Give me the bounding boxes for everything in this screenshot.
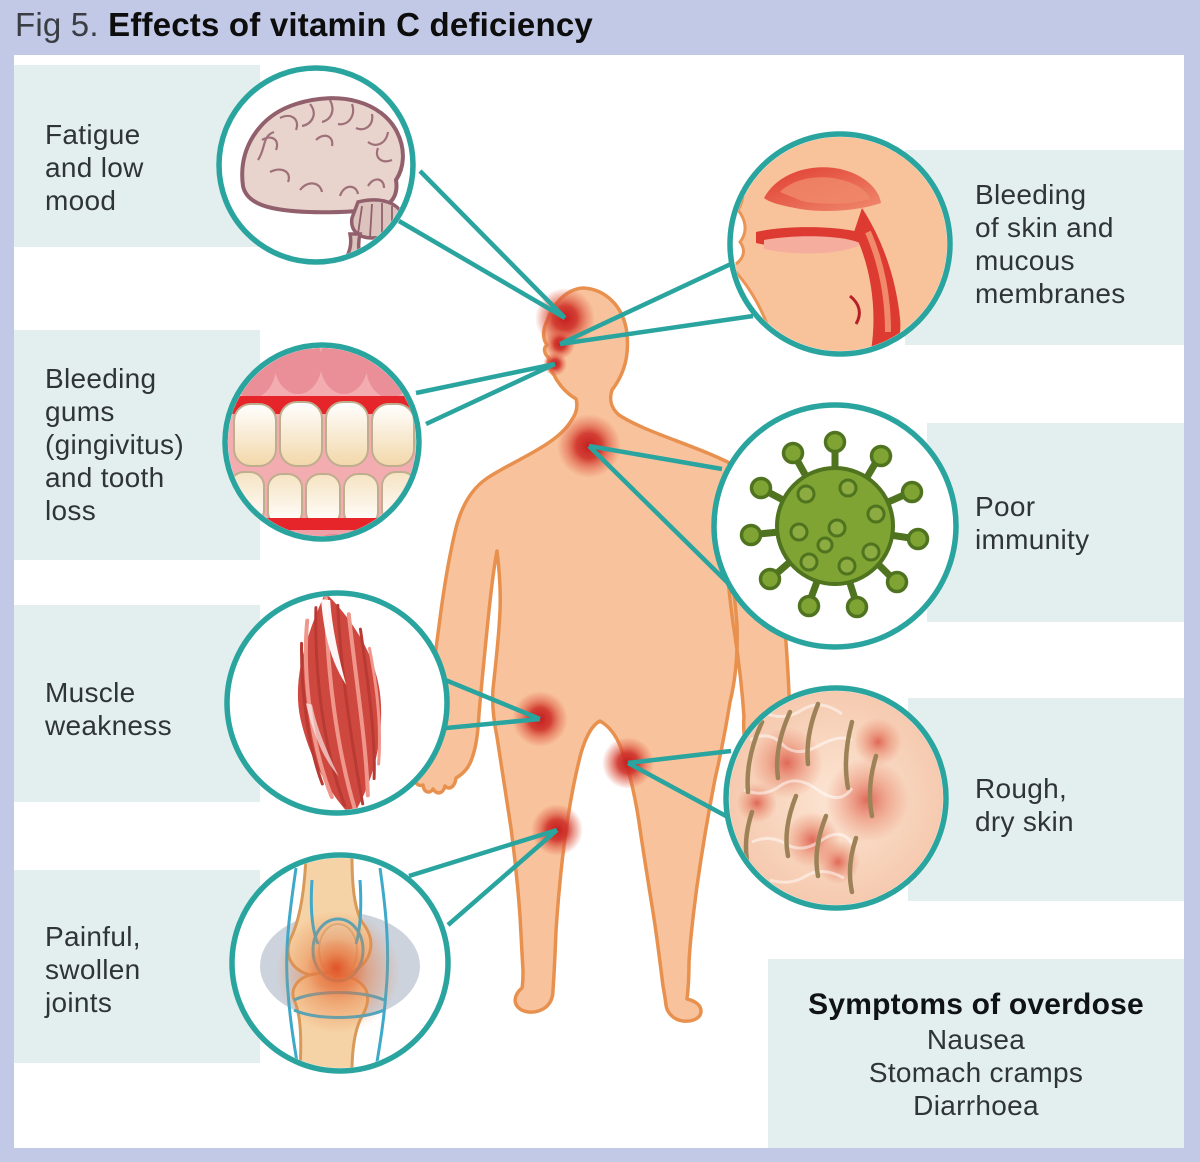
overdose-item: Nausea	[926, 1024, 1026, 1055]
figure-title: Fig 5. Effects of vitamin C deficiency	[15, 6, 593, 44]
callout-label-fatigue: Fatigue and low mood	[45, 119, 144, 216]
band-muscle	[14, 605, 260, 802]
callout-label-muscle: Muscle weakness	[45, 677, 172, 741]
figure-title-text: Effects of vitamin C deficiency	[108, 6, 593, 43]
callout-label-bleeding-gums: Bleeding gums (gingivitus) and tooth los…	[45, 363, 184, 526]
band-immunity	[927, 423, 1184, 622]
callout-label-dry-skin: Rough, dry skin	[975, 773, 1074, 837]
callout-label-skin-bleeding: Bleeding of skin and mucous membranes	[975, 179, 1126, 309]
band-bleeding-gums	[14, 330, 260, 560]
band-dry-skin	[908, 698, 1184, 901]
overdose-box: Symptoms of overdose Nausea Stomach cram…	[768, 959, 1184, 1148]
callout-label-joints: Painful, swollen joints	[45, 921, 141, 1018]
callout-label-immunity: Poor immunity	[975, 491, 1090, 555]
overdose-item: Diarrhoea	[913, 1090, 1039, 1121]
overdose-item: Stomach cramps	[868, 1057, 1084, 1088]
figure-label: Fig 5.	[15, 6, 109, 43]
overdose-heading: Symptoms of overdose	[808, 988, 1144, 1021]
band-joints	[14, 870, 260, 1063]
